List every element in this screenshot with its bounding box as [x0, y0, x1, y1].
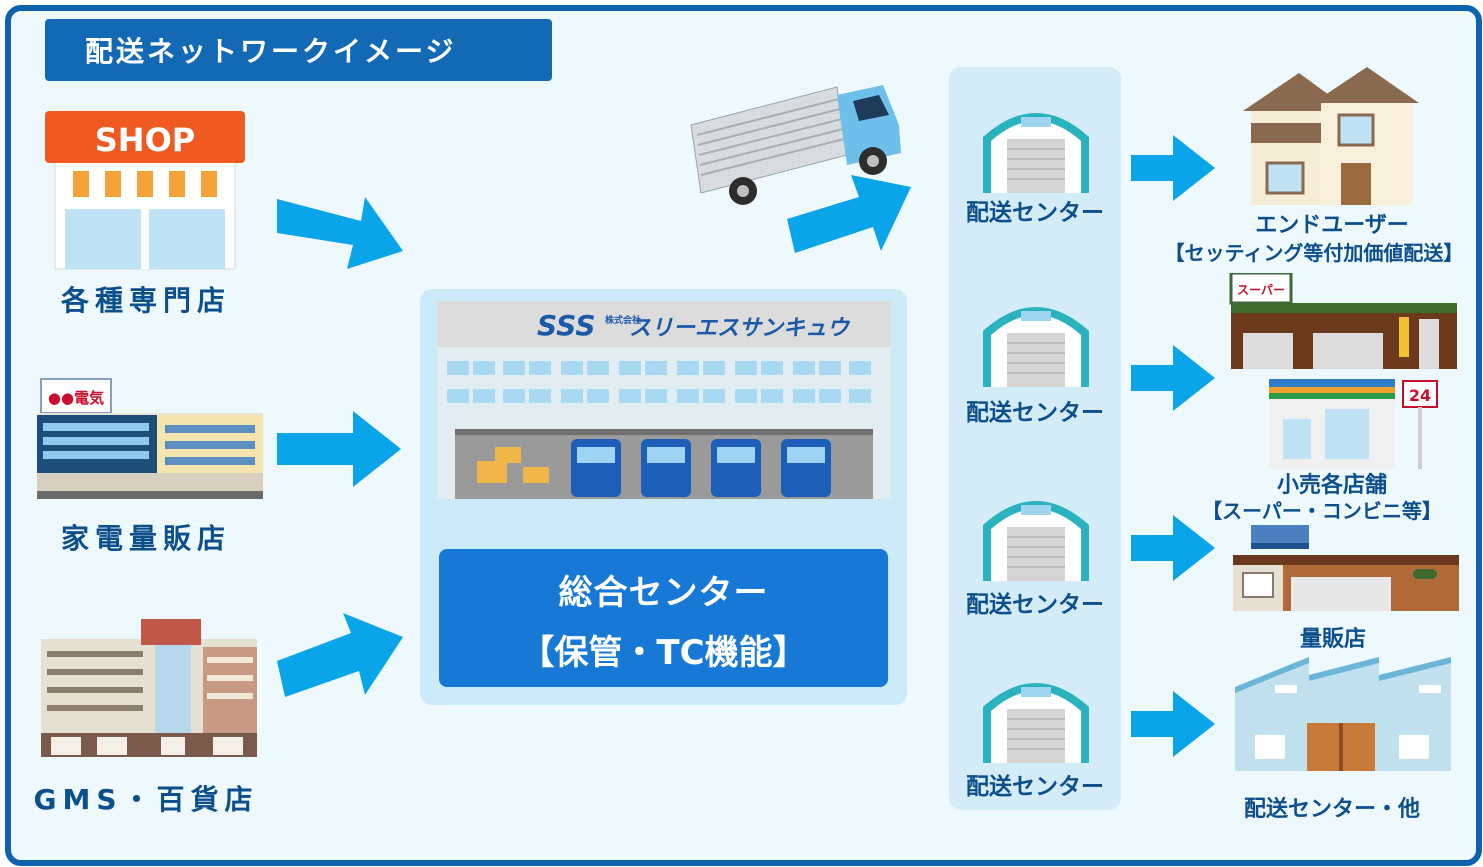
general-center-box: 総合センター 【保管・TC機能】 — [439, 549, 888, 687]
house-illustration — [1243, 67, 1419, 205]
arrow-right-icon — [1131, 135, 1215, 201]
distribution-center-label: 配送センター — [966, 400, 1104, 426]
destination-title-retail-stores: 小売各店舗 — [1276, 473, 1387, 498]
mass-retailer-illustration — [1233, 525, 1459, 611]
company-logo-name: スリーエスサンキュウ — [629, 316, 851, 341]
arrow-right-icon — [277, 411, 401, 487]
arrow-right-icon — [1131, 345, 1215, 411]
arrow-right-icon — [1131, 691, 1215, 757]
source-label-gms-department-store: GMS・百貨店 — [33, 783, 259, 816]
supermarket-sign-text: スーパー — [1237, 283, 1285, 297]
department-store-illustration — [41, 619, 257, 757]
hub-subtitle: 【保管・TC機能】 — [520, 633, 807, 673]
source-label-specialty-store: 各種専門店 — [60, 284, 231, 317]
source-label-electronics-store: 家電量販店 — [60, 522, 231, 555]
electronics-store-illustration: ●●電気 — [37, 378, 263, 499]
arrow-right-icon — [1131, 515, 1215, 581]
truck-illustration — [690, 85, 901, 205]
network-diagram-frame: 配送ネットワークイメージ SHOP 各種専門店 ●●電気 家電量販店 — [5, 5, 1482, 866]
company-logo-mark: SSS — [537, 309, 596, 342]
diagram-title: 配送ネットワークイメージ — [45, 19, 552, 81]
distribution-center-label: 配送センター — [966, 200, 1104, 226]
supermarket-convenience-store-illustration: スーパー 24 — [1229, 273, 1457, 469]
convenience-store-number-sign: 24 — [1409, 386, 1431, 405]
electronics-sign-text: ●●電気 — [48, 389, 104, 407]
destination-subtitle-end-user: 【セッティング等付加価値配送】 — [1164, 241, 1464, 265]
distribution-center-warehouse-icon — [983, 307, 1089, 387]
general-center-warehouse-illustration: SSS 株式会社 スリーエスサンキュウ — [437, 301, 891, 499]
distribution-center-warehouse-icon — [983, 113, 1089, 193]
arrow-right-icon — [277, 197, 403, 269]
shop-building-illustration: SHOP — [45, 111, 245, 270]
hub-title: 総合センター — [558, 573, 769, 613]
distribution-center-label: 配送センター — [966, 592, 1104, 618]
distribution-center-warehouse-icon — [983, 683, 1089, 763]
company-logo-small: 株式会社 — [605, 314, 641, 326]
arrow-right-icon — [787, 175, 911, 253]
destination-title-end-user: エンドユーザー — [1255, 213, 1409, 238]
distribution-center-label: 配送センター — [966, 774, 1104, 800]
destination-title-mass-retailer: 量販店 — [1299, 627, 1366, 652]
shop-sign-text: SHOP — [95, 121, 195, 159]
arrow-right-icon — [277, 613, 403, 697]
destination-title-distribution-center-other: 配送センター・他 — [1243, 797, 1420, 822]
distribution-warehouse-other-illustration — [1235, 657, 1451, 771]
distribution-center-warehouse-icon — [983, 501, 1089, 581]
destination-subtitle-retail-stores: 【スーパー・コンビニ等】 — [1202, 499, 1442, 523]
